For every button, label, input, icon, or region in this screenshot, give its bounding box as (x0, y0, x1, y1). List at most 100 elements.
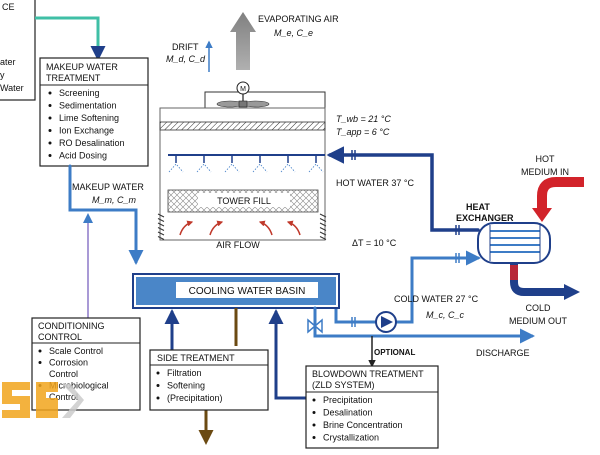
cold-medium-label-1: COLD (525, 303, 551, 313)
louver-slat (319, 231, 327, 236)
louver-slat (157, 236, 165, 240)
side-treatment-bullet (156, 384, 160, 387)
makeup-treatment-title-1: MAKEUP WATER (46, 62, 118, 72)
blowdown-bullet (312, 411, 316, 414)
louver-slat (157, 222, 165, 227)
conditioning-bullet (38, 349, 42, 353)
makeup-treatment-bullet (48, 116, 52, 120)
louver-slat (319, 227, 327, 231)
heat-exchanger-label-2: EXCHANGER (456, 213, 514, 223)
blowdown-valve-icon (307, 318, 323, 334)
hot-medium-in-arrow (537, 177, 584, 210)
conditioning-list: Scale ControlCorrosionControlMicrobiolog… (38, 346, 109, 402)
pump-icon (375, 311, 397, 333)
blowdown-title-1: BLOWDOWN TREATMENT (312, 369, 424, 379)
source-box-line-3: Water (0, 83, 24, 93)
conditioning-box: CONDITIONING CONTROL Scale ControlCorros… (31, 317, 141, 411)
louver-slat (157, 213, 165, 218)
louver-slat (319, 213, 327, 218)
blowdown-bullet (312, 436, 316, 439)
conditioning-item: Control (49, 369, 78, 379)
conditioning-item: Scale Control (49, 346, 103, 356)
motor-label: M (240, 86, 246, 93)
blowdown-bullet (312, 398, 316, 402)
cold-medium-label-2: MEDIUM OUT (509, 316, 567, 326)
source-box-line-2: y (0, 70, 5, 80)
blowdown-item: Precipitation (323, 395, 373, 405)
side-treatment-box: SIDE TREATMENT FiltrationSoftening(Preci… (149, 349, 269, 411)
blowdown-title-2: (ZLD SYSTEM) (312, 380, 375, 390)
drift-eliminator (159, 121, 326, 131)
tower-fill-label: TOWER FILL (217, 196, 271, 206)
hot-medium-label-1: HOT (536, 154, 556, 164)
spray-pattern (196, 163, 212, 173)
blowdown-item: Crystallization (323, 433, 379, 443)
louver-slat (157, 227, 165, 231)
louvers-right (319, 213, 327, 240)
spray-pattern (224, 163, 240, 173)
hot-water-pipe (326, 146, 480, 232)
louver-slat (157, 231, 165, 236)
makeup-treatment-bullet (48, 154, 52, 157)
cold-water-symbol: M_c, C_c (426, 310, 465, 320)
makeup-treatment-item: Lime Softening (59, 113, 119, 123)
fan-assembly: M (216, 81, 270, 108)
louver-slat (157, 218, 165, 222)
makeup-treatment-title-2: TREATMENT (46, 73, 101, 83)
makeup-treatment-bullet (48, 129, 52, 132)
spray-pattern (168, 163, 184, 173)
makeup-water-pipe (68, 164, 144, 265)
cooling-water-basin: COOLING WATER BASIN (132, 273, 340, 309)
delta-t-label: ΔT = 10 °C (352, 238, 397, 248)
side-treatment-bullet (156, 396, 160, 400)
side-treatment-item: Softening (167, 381, 205, 391)
spray-nozzles (168, 155, 324, 173)
conditioning-bullet (38, 361, 42, 364)
watermark-logo (2, 382, 84, 418)
cold-water-label: COLD WATER 27 °C (394, 294, 479, 304)
drift-symbol: M_d, C_d (166, 54, 206, 64)
source-box-title: CE (2, 2, 15, 12)
louver-slat (319, 218, 327, 222)
source-box: CE ater y Water (0, 0, 36, 101)
blowdown-bullet (312, 423, 316, 427)
heat-exchanger (477, 222, 551, 264)
blowdown-box: BLOWDOWN TREATMENT (ZLD SYSTEM) Precipit… (305, 365, 439, 449)
conditioning-item: Microbiological (49, 381, 109, 391)
makeup-treatment-item: RO Desalination (59, 138, 125, 148)
source-box-line-1: ater (0, 57, 16, 67)
blowdown-item: Brine Concentration (323, 420, 403, 430)
cold-medium-out-arrow (510, 263, 566, 296)
conditioning-title-1: CONDITIONING (38, 321, 105, 331)
makeup-treatment-item: Acid Dosing (59, 151, 107, 161)
blowdown-item: Desalination (323, 408, 373, 418)
source-to-treatment-pipe (35, 16, 106, 61)
conditioning-item: Control (49, 392, 78, 402)
discharge-label: DISCHARGE (476, 348, 530, 358)
blowdown-feed (313, 306, 535, 344)
blowdown-return (268, 309, 308, 400)
louver-slat (319, 222, 327, 227)
conditioning-item: Corrosion (49, 358, 88, 368)
heat-exchanger-label-1: HEAT (466, 202, 490, 212)
hot-water-label: HOT WATER 37 °C (336, 178, 414, 188)
spray-pattern (280, 163, 296, 173)
spray-pattern (308, 163, 324, 173)
makeup-water-symbol: M_m, C_m (92, 195, 137, 205)
basin-label: COOLING WATER BASIN (189, 286, 306, 297)
side-treatment-bullet (156, 371, 160, 375)
makeup-treatment-bullet (48, 91, 52, 95)
optional-label: OPTIONAL (374, 348, 415, 357)
evaporating-air-symbol: M_e, C_e (274, 28, 313, 38)
makeup-treatment-item: Ion Exchange (59, 126, 114, 136)
side-treatment-item: (Precipitation) (167, 393, 223, 403)
evaporating-air-arrow (230, 12, 256, 70)
makeup-treatment-item: Sedimentation (59, 101, 117, 111)
hot-medium-label-2: MEDIUM IN (521, 167, 569, 177)
evaporating-air-label: EVAPORATING AIR (258, 14, 339, 24)
makeup-water-label: MAKEUP WATER (72, 182, 144, 192)
side-treatment-title: SIDE TREATMENT (157, 353, 235, 363)
